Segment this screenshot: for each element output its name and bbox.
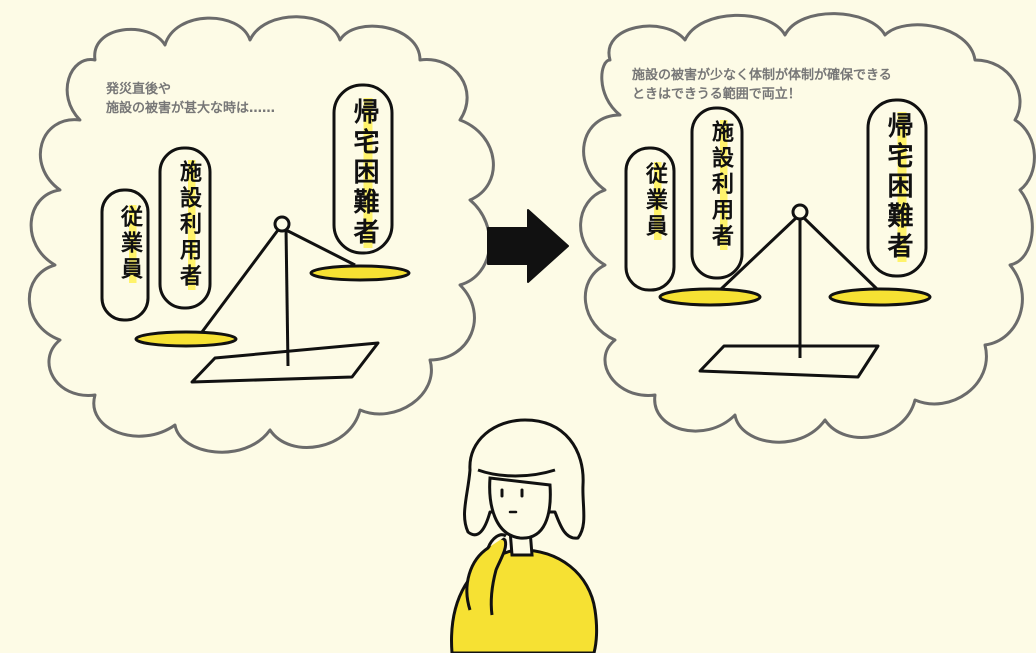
left-bubble-outline bbox=[27, 15, 495, 454]
left-caption: 発災直後や 施設の被害が甚大な時は…… bbox=[106, 80, 275, 118]
left-label-facility-users: 施設利用者 bbox=[176, 160, 201, 290]
left-balance-scale bbox=[134, 215, 411, 384]
right-arrow-icon bbox=[487, 209, 569, 283]
right-pill-facility-users bbox=[690, 106, 744, 280]
right-pill-employees bbox=[624, 146, 676, 292]
left-thought-bubble bbox=[27, 15, 495, 454]
right-label-employees: 従業員 bbox=[642, 162, 667, 240]
left-label-stranded: 帰宅困難者 bbox=[349, 98, 379, 248]
right-label-stranded: 帰宅困難者 bbox=[883, 112, 913, 262]
left-pan-high bbox=[309, 264, 411, 282]
right-scale-base bbox=[698, 344, 880, 379]
right-pill-stranded bbox=[866, 98, 928, 278]
left-caption-line1: 発災直後や bbox=[106, 82, 172, 97]
left-caption-line2: 施設の被害が甚大な時は…… bbox=[106, 101, 276, 116]
left-pill-stranded bbox=[332, 83, 394, 255]
thinking-person-illustration bbox=[450, 418, 599, 653]
right-caption-line1: 施設の被害が少なく体制が体制が確保できる bbox=[632, 68, 892, 83]
right-balance-scale bbox=[658, 203, 932, 379]
right-thought-bubble bbox=[579, 12, 1036, 444]
right-caption-line2: ときはできうる範囲で両立！ bbox=[632, 87, 801, 102]
person-arm bbox=[465, 536, 508, 616]
left-label-employees: 従業員 bbox=[117, 205, 142, 283]
right-label-facility-users: 施設利用者 bbox=[708, 120, 733, 250]
person-face bbox=[488, 476, 552, 540]
right-pan-left bbox=[658, 287, 762, 307]
right-bubble-outline bbox=[579, 12, 1036, 444]
right-caption: 施設の被害が少なく体制が体制が確保できる ときはできうる範囲で両立！ bbox=[632, 66, 892, 104]
left-pill-facility-users bbox=[158, 146, 212, 310]
left-pill-employees bbox=[100, 188, 150, 322]
left-scale-base bbox=[190, 341, 380, 384]
right-pan-right bbox=[828, 287, 932, 307]
left-pan-low bbox=[134, 330, 238, 348]
